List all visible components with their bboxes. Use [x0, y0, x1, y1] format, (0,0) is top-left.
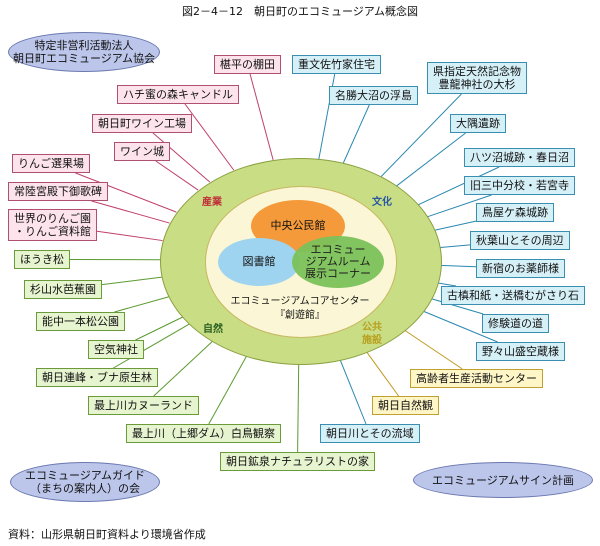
node-n10: りんご選果場: [12, 154, 90, 173]
node-n13: 鳥屋ケ森城跡: [476, 203, 554, 222]
node-n3: 県指定天然記念物 豊龍神社の大杉: [427, 62, 527, 94]
connector-node-n15: [438, 244, 471, 249]
eco-room-line1: エコミュー: [310, 243, 366, 256]
node-n11: 旧三中分校・若宮寺: [464, 176, 575, 195]
chuo-kominkan-label: 中央公民館: [270, 219, 326, 232]
connector-node-n30: [297, 361, 300, 453]
node-n28: 最上川（上郷ダム）白鳥観察: [126, 424, 281, 443]
category-kokyo-1: 公共: [362, 322, 382, 333]
connector-node-n25: [402, 328, 463, 370]
source-note: 資料：山形県朝日町資料より環境省作成: [8, 528, 206, 541]
connector-node-n11: [426, 194, 492, 218]
node-n3-line2: 豊龍神社の大杉: [438, 78, 516, 91]
connector-node-n6: [152, 132, 211, 183]
connector-node-n12: [91, 200, 170, 224]
connector-node-n29: [338, 357, 367, 425]
category-bunka: 文化: [372, 197, 392, 208]
npo-oval: 特定非営利活動法人 朝日町エコミュージアム協会: [8, 32, 160, 72]
figure-title: 図2－4－12 朝日町のエコミュージアム概念図: [181, 5, 418, 18]
eco-room-circle: エコミュー ジアムルーム 展示コーナー: [292, 236, 384, 288]
connector-node-n3: [380, 93, 462, 178]
library-label: 図書館: [242, 255, 276, 268]
connector-node-n13: [433, 220, 477, 231]
node-n16: ほうき松: [14, 250, 70, 269]
node-n12: 常陸宮殿下御歌碑: [8, 182, 108, 201]
soyukan-label: 『創遊館』: [275, 310, 325, 321]
node-n7: 大隅遺跡: [450, 114, 506, 133]
node-n14-line2: ・りんご資料館: [14, 225, 91, 238]
connector-node-n18: [101, 276, 163, 286]
guide-oval: エコミュージアムガイド （まちの案内人）の会: [10, 462, 160, 502]
connector-node-n14: [96, 230, 163, 242]
connector-node-n9: [417, 166, 500, 206]
node-n17: 新宿のお薬師様: [476, 259, 565, 278]
node-n20: 能中一本松公園: [36, 312, 125, 331]
node-n22: 空気神社: [88, 340, 144, 359]
guide-line1: エコミュージアムガイド: [24, 469, 145, 482]
node-n14-line1: 世界のりんご園: [14, 212, 91, 225]
connector-node-n4: [184, 103, 235, 171]
connector-node-n1: [249, 73, 274, 161]
connector-node-n28: [208, 354, 248, 425]
connector-node-n5: [342, 104, 370, 164]
node-n23: 野々山盛空蔵様: [476, 342, 565, 361]
node-n1: 椹平の棚田: [214, 55, 281, 74]
guide-line2: （まちの案内人）の会: [30, 482, 140, 495]
connector-node-n20: [114, 296, 170, 313]
connector-node-n27: [364, 349, 400, 397]
category-kokyo-2: 施設: [362, 335, 382, 346]
node-n3-line1: 県指定天然記念物: [433, 65, 521, 78]
node-n25: 高齢者生産活動センター: [410, 369, 543, 388]
npo-line1: 特定非営利活動法人: [34, 39, 134, 52]
node-n5: 名勝大沼の浮島: [329, 86, 418, 105]
connector-node-n23: [421, 310, 498, 343]
node-n14: 世界のりんご園 ・りんご資料館: [8, 209, 97, 241]
node-n15: 秋葉山とその周辺: [470, 231, 570, 250]
node-n8: ワイン城: [114, 142, 170, 161]
library-circle: 図書館: [218, 238, 300, 286]
sign-text: エコミュージアムサイン計画: [431, 473, 574, 487]
connector-node-n19: [436, 282, 457, 287]
connector-node-n26: [153, 339, 214, 397]
connector-node-n24: [113, 323, 191, 369]
connector-node-n21: [429, 297, 484, 315]
node-n19: 古槙和紙・送橋むがさり石: [441, 286, 585, 305]
sign-oval: エコミュージアムサイン計画: [413, 462, 593, 498]
npo-line2: 朝日町エコミュージアム協会: [12, 52, 155, 65]
node-n30: 朝日鉱泉ナチュラリストの家: [220, 452, 375, 471]
connector-node-n7: [396, 132, 466, 187]
core-center-label: エコミュージアムコアセンター: [230, 296, 370, 307]
node-n26: 最上川カヌーランド: [88, 396, 199, 415]
node-n4: ハチ蜜の森キャンドル: [117, 85, 239, 104]
node-n6: 朝日町ワイン工場: [92, 114, 192, 133]
node-n2: 重文佐竹家住宅: [292, 55, 381, 74]
node-n24: 朝日連峰・ブナ原生林: [36, 368, 158, 387]
node-n18: 杉山水芭蕉園: [24, 280, 102, 299]
connector-node-n17: [439, 264, 477, 268]
node-n21: 修験道の道: [482, 314, 549, 333]
node-n29: 朝日川とその流域: [320, 424, 420, 443]
connector-node-n22: [135, 316, 184, 341]
connector-node-n8: [155, 160, 199, 191]
node-n9: 八ツ沼城跡・春日沼: [464, 148, 575, 167]
category-shizen: 自然: [203, 324, 223, 335]
eco-room-line2: ジアムルーム: [305, 255, 371, 268]
node-n27: 朝日自然観: [372, 396, 439, 415]
eco-room-line3: 展示コーナー: [305, 267, 371, 280]
category-sangyo: 産業: [202, 197, 222, 208]
connector-node-n10: [75, 172, 177, 213]
